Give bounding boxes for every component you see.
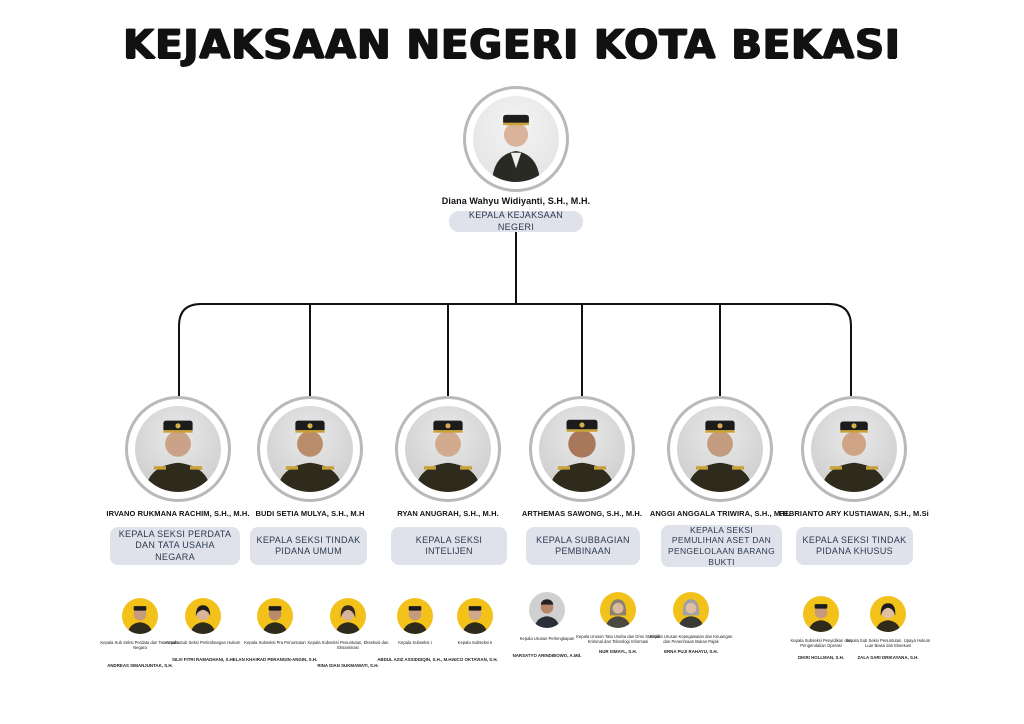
staff-title: Kepala Subseksi Penyidikan dan Pengendal… [790, 638, 852, 649]
staff-portrait [257, 598, 293, 634]
staff-name: NARSATYO ARINDIBOWO, A.Md. [512, 653, 582, 659]
staff-member: Kepala Sub Seksi Pertimbangan Hukum SILV… [160, 598, 246, 662]
staff-portrait [330, 598, 366, 634]
section-role-badge: KEPALA SEKSI TINDAK PIDANA KHUSUS [796, 527, 913, 565]
staff-member: Kepala Subseksi I ABDUL AZIZ ASSIDDIQIN,… [372, 598, 458, 662]
staff-portrait [600, 592, 636, 628]
section-role-badge: KEPALA SUBBAGIAN PEMBINAAN [526, 527, 640, 565]
section-name: ARTHEMAS SAWONG, S.H., M.H. [521, 509, 643, 518]
staff-name: ANDREAS SIMANJUNTAK, S.H. [107, 662, 173, 668]
staff-title: Kepala Sub Seksi Pertimbangan Hukum [165, 640, 241, 645]
page-title: KEJAKSAAN NEGERI KOTA BEKASI [123, 22, 901, 68]
staff-portrait [457, 598, 493, 634]
section-role-badge: KEPALA SEKSI TINDAK PIDANA UMUM [250, 527, 367, 565]
staff-title: Kepala Urusan Kepegawaian dan Keuangan d… [649, 634, 733, 645]
staff-name: ELAN KHAIRAD PERANGIN-ANGIN, S.H. [232, 657, 318, 663]
staff-name: ZALA SARI DRIKAYANA, S.H. [857, 654, 919, 660]
staff-name: SILVI FITRI RAMADHANI, S.H. [171, 657, 235, 663]
section-name: IRVANO RUKMANA RACHIM, S.H., M.H. [106, 509, 250, 518]
section-portrait [539, 406, 625, 492]
section-name: RYAN ANUGRAH, S.H., M.H. [397, 509, 499, 518]
staff-member: Kepala Urusan Kepegawaian dan Keuangan d… [648, 592, 734, 654]
section-portrait [405, 406, 491, 492]
staff-name: ERNA PUJI RAHAYU, S.H. [664, 648, 718, 654]
staff-member: Kepala Subseksi Pra Penuntutan ELAN KHAI… [232, 598, 318, 662]
head-portrait [473, 96, 559, 182]
staff-title: Kepala Sub Seksi Penuntutan, Upaya Hukum… [845, 638, 931, 649]
staff-title: Kepala Subseksi Penuntutan, Eksekusi dan… [307, 640, 389, 651]
staff-member: Kepala Subseksi Penyidikan dan Pengendal… [778, 596, 864, 660]
section-portrait [811, 406, 897, 492]
staff-name: ABDUL AZIZ ASSIDDIQIN, S.H., M.H. [377, 657, 453, 663]
section-name: ANGGI ANGGALA TRIWIRA, S.H., M.H. [649, 509, 791, 518]
staff-portrait [185, 598, 221, 634]
staff-member: Kepala Subseksi Penuntutan, Eksekusi dan… [305, 598, 391, 668]
section-role-badge: KEPALA SEKSI PEMULIHAN ASET DAN PENGELOL… [661, 525, 782, 567]
staff-member: Kepala Sub Seksi Perdata dan Tata Usaha … [97, 598, 183, 668]
section-role-badge: KEPALA SEKSI PERDATA DAN TATA USAHA NEGA… [110, 527, 240, 565]
staff-member: Kepala Urusan Tata Usaha dan Dms Statist… [575, 592, 661, 654]
staff-portrait [122, 598, 158, 634]
staff-name: DIKRI HOLLMAN, S.H. [797, 654, 845, 660]
section-portrait [267, 406, 353, 492]
section-name: BUDI SETIA MULYA, S.H., M.H [255, 509, 365, 518]
head-role-badge: KEPALA KEJAKSAAN NEGERI [449, 210, 583, 232]
staff-name: NUR ISMAYL, S.H. [599, 648, 637, 654]
staff-title: Kepala Subseksi Pra Penuntutan [244, 640, 306, 645]
section-name: FEBRIANTO ARY KUSTIAWAN, S.H., M.Si [779, 509, 929, 518]
staff-name: RINA DIAN SUKMAWATI, S.H. [317, 662, 379, 668]
staff-member: Kepala Urusan Perlengkapan NARSATYO ARIN… [504, 592, 590, 658]
staff-title: Kepala Urusan Perlengkapan [519, 636, 575, 641]
staff-portrait [529, 592, 565, 628]
staff-portrait [803, 596, 839, 632]
staff-portrait [673, 592, 709, 628]
section-portrait [135, 406, 221, 492]
staff-portrait [397, 598, 433, 634]
staff-member: Kepala Sub Seksi Penuntutan, Upaya Hukum… [845, 596, 931, 660]
staff-title: Kepala Urusan Tata Usaha dan Dms Statist… [576, 634, 660, 645]
staff-member: Kepala Subseksi II NICO OKTAVIAN, S.H. [432, 598, 518, 662]
staff-title: Kepala Subseksi II [457, 640, 493, 645]
staff-portrait [870, 596, 906, 632]
section-portrait [677, 406, 763, 492]
staff-title: Kepala Subseksi I [398, 640, 432, 645]
head-name: Diana Wahyu Widiyanti, S.H., M.H. [441, 196, 591, 206]
section-role-badge: KEPALA SEKSI INTELIJEN [391, 527, 507, 565]
staff-name: NICO OKTAVIAN, S.H. [452, 657, 498, 663]
staff-title: Kepala Sub Seksi Perdata dan Tata Usaha … [100, 640, 180, 651]
